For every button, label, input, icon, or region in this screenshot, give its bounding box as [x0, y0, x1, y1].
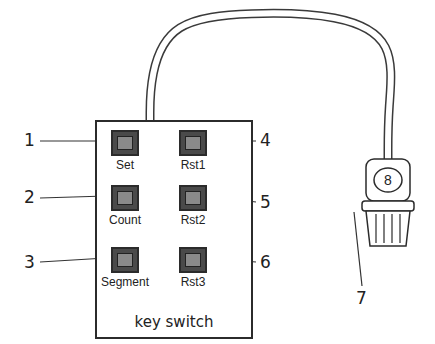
key-button: Set — [111, 130, 139, 156]
connector-number: 8 — [383, 173, 393, 187]
callout-number: 1 — [24, 132, 35, 149]
callout-number: 3 — [24, 254, 35, 271]
button-cap — [185, 253, 201, 267]
button-cap — [185, 136, 201, 150]
button-label: Rst1 — [181, 159, 206, 172]
callout-number: 5 — [260, 194, 271, 211]
button-label: Segment — [101, 276, 149, 289]
switch-housing: key switchSetRst1CountRst2SegmentRst3 — [95, 120, 253, 339]
callout-number: 4 — [260, 132, 271, 149]
key-button: Rst2 — [179, 185, 207, 211]
key-button: Rst3 — [179, 247, 207, 273]
button-cap — [117, 136, 133, 150]
button-label: Rst3 — [181, 276, 206, 289]
button-label: Count — [109, 214, 141, 227]
cable — [150, 13, 391, 159]
plug-outline — [352, 158, 422, 248]
button-cap — [117, 253, 133, 267]
button-cap — [117, 191, 133, 205]
connector-plug: 8 — [352, 158, 422, 248]
key-button: Count — [111, 185, 139, 211]
key-button: Segment — [111, 247, 139, 273]
cable-inner — [150, 13, 391, 159]
button-cap — [185, 191, 201, 205]
device-label: key switch — [135, 313, 214, 331]
key-button: Rst1 — [179, 130, 207, 156]
button-label: Rst2 — [181, 214, 206, 227]
callout-number: 6 — [260, 254, 271, 271]
callout-number: 2 — [24, 189, 35, 206]
button-label: Set — [116, 159, 134, 172]
leader-line — [354, 212, 362, 286]
callout-number: 7 — [356, 290, 367, 307]
